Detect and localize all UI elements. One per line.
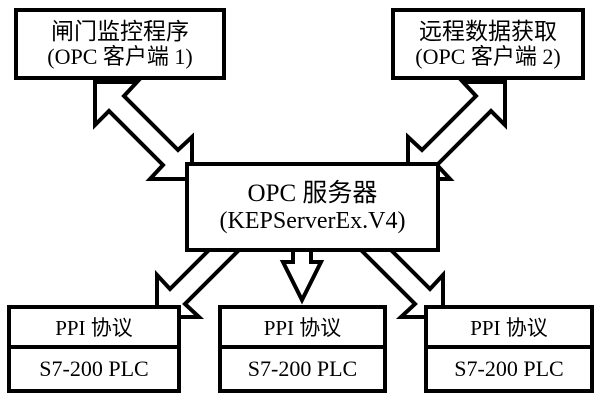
connector-client1-server-arrow <box>93 80 194 181</box>
plc-3-protocol-label: PPI 协议 <box>470 316 548 340</box>
plc-1-protocol-label: PPI 协议 <box>55 316 133 340</box>
plc-2-protocol-label: PPI 协议 <box>263 316 342 340</box>
plc-3-device-label: S7-200 PLC <box>454 356 564 381</box>
plc-2-device-label: S7-200 PLC <box>247 356 358 381</box>
opc-server-box[interactable] <box>185 162 440 252</box>
client-1-box[interactable] <box>14 8 226 80</box>
plc-1-device-label: S7-200 PLC <box>39 356 149 381</box>
client-2-box[interactable] <box>391 8 585 80</box>
